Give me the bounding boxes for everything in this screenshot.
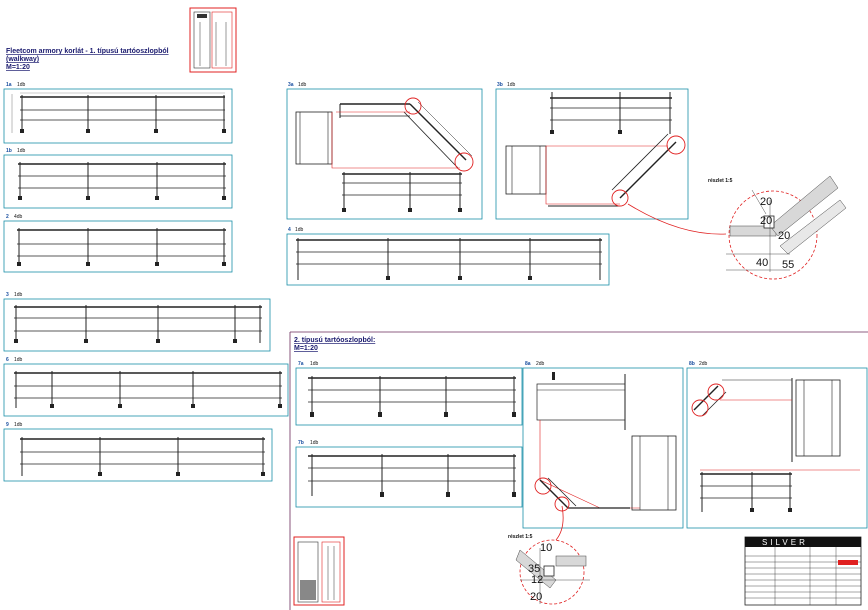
view-qty: 1db (14, 292, 23, 298)
view-qty: 1db (14, 357, 23, 363)
view-qty: 2db (536, 361, 545, 367)
view-1a: 1a 1db (3, 82, 233, 144)
section1-header: Fleetcom armory korlát - 1. típusú tartó… (6, 48, 169, 71)
company-logo: SILVER (762, 538, 808, 547)
bottom-thumbnail (293, 536, 345, 606)
view-label: 6 (6, 357, 9, 363)
section1-title: Fleetcom armory korlát - 1. típusú tartó… (6, 48, 169, 55)
view-7b: 7b 1db (295, 440, 523, 508)
detail-dim: 20 (778, 230, 790, 242)
view-6: 6 1db (3, 357, 289, 417)
top-thumbnail (189, 7, 237, 73)
section2-scale: M=1:20 (294, 345, 318, 352)
section1-subtitle: (walkway) (6, 56, 39, 63)
view-label: 7a (298, 361, 304, 367)
view-label: 1b (6, 148, 12, 154)
view-qty: 1db (507, 82, 516, 88)
view-1b: 1b 1db (3, 148, 233, 209)
view-qty: 4db (14, 214, 23, 220)
view-qty: 1db (17, 82, 26, 88)
detail-1: részlet 1:5 20 20 20 40 55 (627, 175, 847, 280)
view-9: 9 1db (3, 422, 273, 482)
view-qty: 1db (14, 422, 23, 428)
view-label: 4 (288, 227, 291, 233)
title-block: SILVER (744, 536, 862, 606)
detail-label: részlet 1:5 (508, 534, 533, 540)
view-label: 2 (6, 214, 9, 220)
view-label: 3a (288, 82, 294, 88)
view-8a: 8a 2db (522, 361, 684, 529)
view-7a: 7a 1db (295, 361, 523, 426)
view-label: 1a (6, 82, 12, 88)
view-3: 3 1db (3, 292, 271, 352)
section2-header: 2. típusú tartóoszlopból: M=1:20 (289, 331, 868, 610)
view-label: 9 (6, 422, 9, 428)
detail-dim: 55 (782, 259, 794, 271)
detail-dim: 20 (760, 215, 772, 227)
view-label: 8a (525, 361, 531, 367)
view-3a: 3a 1db (286, 82, 483, 220)
view-2: 2 4db (3, 214, 233, 273)
view-label: 7b (298, 440, 304, 446)
view-qty: 1db (310, 361, 319, 367)
detail-dim: 35 (528, 563, 540, 575)
view-8b: 8b 2db (686, 361, 868, 529)
detail-label: részlet 1:5 (708, 178, 733, 184)
detail-2: részlet 1:5 10 35 12 20 (508, 505, 590, 605)
view-3b: 3b 1db (495, 82, 689, 220)
detail-dim: 40 (756, 257, 768, 269)
section1-scale: M=1:20 (6, 64, 30, 71)
section2-title: 2. típusú tartóoszlopból: (294, 337, 375, 344)
view-qty: 1db (17, 148, 26, 154)
detail-dim: 12 (531, 574, 543, 586)
view-qty: 2db (699, 361, 708, 367)
view-label: 3b (497, 82, 503, 88)
view-qty: 1db (295, 227, 304, 233)
detail-dim: 10 (540, 542, 552, 554)
detail-dim: 20 (760, 196, 772, 208)
view-label: 8b (689, 361, 695, 367)
view-label: 3 (6, 292, 9, 298)
view-qty: 1db (310, 440, 319, 446)
view-qty: 1db (298, 82, 307, 88)
detail-dim: 20 (530, 591, 542, 603)
view-4: 4 1db (286, 227, 610, 286)
